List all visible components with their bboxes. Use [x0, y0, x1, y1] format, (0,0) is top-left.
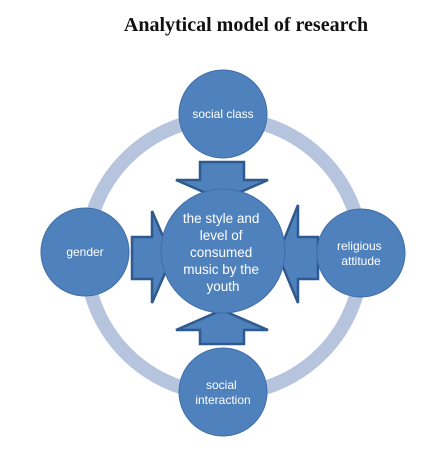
node-religious-attitude [316, 208, 406, 298]
node-social-interaction [178, 347, 268, 437]
diagram-title: Analytical model of research [123, 14, 369, 36]
node-social-interaction-label: social interaction [195, 378, 250, 407]
arrow-top-down [175, 160, 269, 202]
node-gender-label: gender [66, 245, 103, 259]
node-gender [40, 207, 130, 297]
node-social-class-label: social class [192, 107, 253, 121]
center-node-label: the style and level of consumed music by… [183, 211, 263, 294]
node-social-class [178, 69, 268, 159]
arrow-left-right [130, 210, 174, 304]
node-religious-attitude-label: religious attitude [337, 239, 385, 268]
center-node [160, 188, 286, 314]
arrow-right-left [276, 204, 320, 304]
arrow-bottom-up [175, 308, 269, 346]
